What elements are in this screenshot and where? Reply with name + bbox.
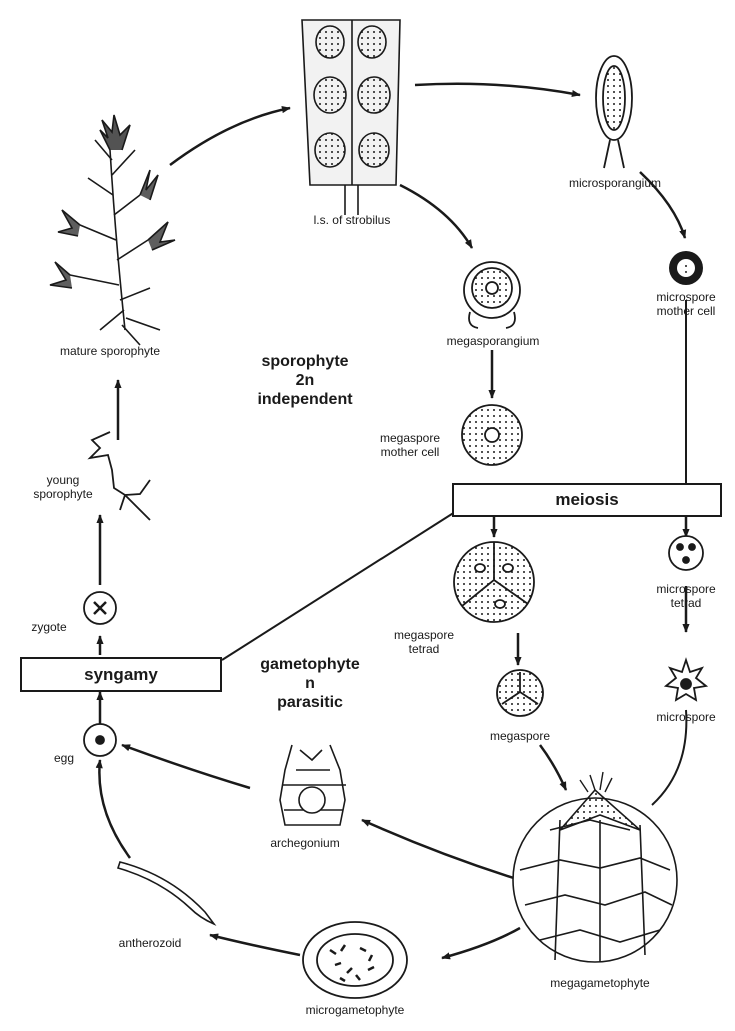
- label-microsporangium: microsporangium: [568, 176, 662, 190]
- strobilus-illustration: [301, 19, 401, 215]
- label-megaspore-tetrad-line2: tetrad: [408, 642, 440, 656]
- label-microspore-tetrad-line1: microspore: [656, 582, 716, 596]
- label-megaspore-mother-cell-line2: mother cell: [380, 445, 440, 459]
- label-megagametophyte: megagametophyte: [550, 976, 650, 990]
- archegonium-illustration: [279, 744, 346, 826]
- megaspore-tetrad-illustration: [453, 541, 535, 623]
- megaspore-mother-cell-illustration: [461, 404, 523, 466]
- label-young-sporophyte-line1: young: [46, 473, 80, 487]
- label-antherozoid: antherozoid: [118, 936, 182, 950]
- label-strobilus: l.s. of strobilus: [313, 213, 391, 227]
- label-microspore-mother-cell-line1: microspore: [656, 290, 716, 304]
- arrow-megagametophyte-to-archegonium: [361, 818, 521, 882]
- phase-gametophyte-habit: parasitic: [277, 694, 343, 711]
- arrow-antherozoid-to-egg: [95, 759, 132, 859]
- egg-illustration: [83, 723, 117, 757]
- microsporangium-illustration: [595, 55, 633, 169]
- arrow-microsporangium-to-mother-cell: [639, 171, 687, 239]
- arrow-megaspore-to-megagametophyte: [538, 744, 568, 791]
- phase-gametophyte-title: gametophyte: [260, 656, 360, 673]
- arrow-strobilus-to-megasporangium: [399, 183, 474, 249]
- label-megaspore-mother-cell-line1: megaspore: [379, 431, 441, 445]
- cycle-arrows: [95, 82, 690, 960]
- arrow-megagametophyte-to-microgametophyte: [441, 926, 521, 960]
- arrow-strobilus-to-microsporangium: [414, 82, 581, 98]
- label-megaspore: megaspore: [489, 729, 551, 743]
- young-sporophyte-illustration: [87, 431, 151, 521]
- syngamy-box: syngamy: [20, 657, 222, 692]
- phase-sporophyte-title: sporophyte: [261, 353, 349, 370]
- phase-sporophyte-habit: independent: [257, 391, 353, 408]
- microgametophyte-illustration: [302, 921, 408, 999]
- megaspore-illustration: [496, 669, 544, 717]
- mature-sporophyte-illustration: [49, 114, 176, 346]
- line-microspore-to-megagametophyte: [651, 709, 688, 806]
- label-young-sporophyte-line2: sporophyte: [33, 487, 93, 501]
- arrow-sporophyte-to-strobilus: [169, 106, 291, 167]
- microspore-mother-cell-illustration: [669, 251, 703, 285]
- label-megaspore-tetrad-line1: megaspore: [393, 628, 455, 642]
- arrow-archegonium-to-egg: [121, 743, 251, 790]
- label-microgametophyte: microgametophyte: [305, 1003, 405, 1017]
- zygote-illustration: [83, 591, 117, 625]
- arrow-microgametophyte-to-antherozoid: [209, 933, 301, 957]
- label-microspore-mother-cell-line2: mother cell: [656, 304, 716, 318]
- label-mature-sporophyte: mature sporophyte: [59, 344, 161, 358]
- phase-sporophyte-ploidy: 2n: [295, 372, 315, 389]
- line-meiosis-to-syngamy: [221, 511, 456, 661]
- label-egg: egg: [53, 751, 75, 765]
- microspore-tetrad-illustration: [668, 535, 704, 571]
- label-archegonium: archegonium: [270, 836, 340, 850]
- megasporangium-illustration: [463, 261, 521, 329]
- meiosis-box: meiosis: [452, 483, 722, 517]
- label-megasporangium: megasporangium: [446, 334, 540, 348]
- phase-gametophyte-ploidy: n: [305, 675, 315, 692]
- microspore-illustration: [663, 657, 709, 702]
- label-zygote: zygote: [31, 620, 67, 634]
- label-microspore: microspore: [656, 710, 716, 724]
- antherozoid-illustration: [116, 861, 217, 926]
- megagametophyte-illustration: [512, 771, 678, 963]
- label-microspore-tetrad-line2: tetrad: [670, 596, 702, 610]
